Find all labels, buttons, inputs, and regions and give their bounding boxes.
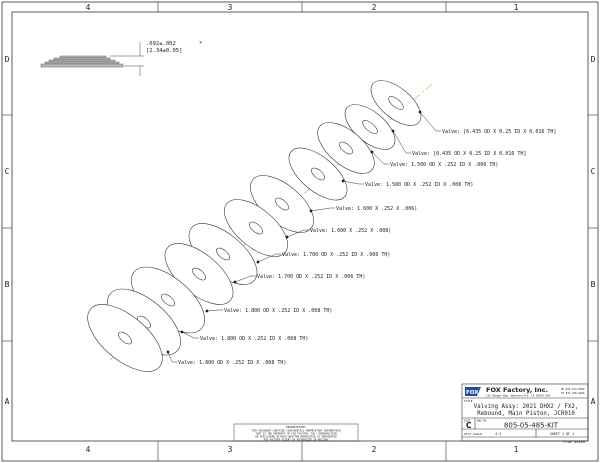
- leader-lines: [166, 110, 441, 363]
- valve-disc-9-bore: [161, 293, 175, 307]
- fox-logo: FOX: [465, 387, 481, 396]
- valve-disc-6-bore: [249, 221, 263, 235]
- drawing-title-line-1: Valving Assy: 2021 DHX2 / FX2,: [474, 404, 579, 410]
- valve-label-6: Valve: 1.600 X .252 X .008): [310, 228, 391, 234]
- valve-label-3: Valve: 1.500 OD X .252 ID X .006 TH): [390, 162, 498, 168]
- company-address: 130 Hangar Way, Watsonville, CA 95076 US…: [486, 394, 550, 398]
- zone-col-bottom-3: 3: [228, 445, 233, 454]
- dimension-value: .092±.002: [146, 41, 176, 47]
- zone-col-top-4: 4: [86, 3, 91, 12]
- zone-col-bottom-1: 1: [514, 445, 519, 454]
- valve-disc-8-bore: [192, 267, 206, 281]
- valve-disc-4-bore: [311, 167, 325, 181]
- proprietary-line-1: THIS DOCUMENT CONTAINS CONFIDENTIAL PROP…: [252, 429, 341, 433]
- size-caption: SIZE: [464, 419, 471, 423]
- sheet-count: SHEET 1 OF 1: [550, 432, 575, 436]
- drawing-title-line-2: Rebound, Main Piston, JCR010: [477, 411, 575, 417]
- zone-col-top-3: 3: [228, 3, 233, 12]
- valve-disc-2-bore: [362, 120, 378, 134]
- dwg-no-caption: DWG NO.: [477, 419, 488, 423]
- proprietary-line-2: THAT IS THE PROPERTY OF FOX FACTORY, INC…: [255, 432, 337, 436]
- valve-label-8: Valve: 1.700 OD X .252 ID X .006 TH): [257, 274, 365, 280]
- zone-row-left-C: C: [5, 167, 10, 176]
- proprietary-line-4: FOX FACTORY EXCEPT AS AUTHORIZED IN WRIT…: [264, 438, 329, 442]
- proprietary-title: PROPRIETARY: [286, 425, 306, 429]
- company-phone: PH 831-274-6500: [561, 387, 585, 391]
- valve-disc-1-bore: [388, 96, 404, 110]
- company-name: FOX Factory, Inc.: [486, 386, 548, 394]
- valve-disc-11-bore: [118, 331, 132, 345]
- dimension-lines: [110, 42, 144, 76]
- valve-label-5: Valve: 1.600 X .252 X .006): [336, 206, 417, 212]
- plot-scale-caption: PLOT SCALE: [464, 432, 482, 436]
- proprietary-line-3: OR DISCLOSURE WITHOUT WRITTEN PERMISSION…: [255, 435, 337, 439]
- valve-discs: [87, 80, 422, 372]
- zone-row-left-D: D: [5, 55, 10, 64]
- zone-col-bottom-4: 4: [86, 445, 91, 454]
- valve-disc-3-bore: [339, 141, 353, 155]
- proprietary-notice: PROPRIETARY THIS DOCUMENT CONTAINS CONFI…: [233, 423, 359, 442]
- zone-col-top-2: 2: [372, 3, 377, 12]
- title-caption: TITLE: [464, 399, 473, 403]
- zone-row-right-A: A: [591, 397, 596, 406]
- zone-col-top-1: 1: [514, 3, 519, 12]
- valve-disc-7-bore: [216, 247, 230, 261]
- fox-logo-text: FOX: [466, 390, 479, 396]
- valve-label-10: Valve: 1.800 OD X .252 ID X .008 TH): [200, 336, 308, 342]
- dimension-marker: *: [199, 41, 202, 47]
- company-fax: FX 831-768-0100: [561, 391, 585, 395]
- zone-row-right-B: B: [591, 280, 596, 289]
- zone-row-left-B: B: [5, 280, 10, 289]
- drawing-number: 805-05-485-KIT: [504, 422, 559, 430]
- valve-stack-profile: [40, 55, 124, 68]
- valve-callouts: Valve: [6.435 OD X 0.25 ID X 0.016 TH] V…: [178, 129, 556, 366]
- valve-label-1: Valve: [6.435 OD X 0.25 ID X 0.016 TH]: [442, 129, 556, 135]
- valve-label-7: Valve: 1.700 OD X .252 ID X .006 TH): [282, 252, 390, 258]
- zone-row-right-C: C: [591, 167, 596, 176]
- title-block: [461, 383, 589, 442]
- valve-disc-5-bore: [275, 197, 289, 211]
- valve-label-9: Valve: 1.800 OD X .252 ID X .008 TH): [224, 308, 332, 314]
- valve-label-2: Valve: [0.435 OD X 0.25 ID X 0.016 TH]: [412, 151, 526, 157]
- valve-label-11: Valve: 1.800 OD X .252 ID X .008 TH): [178, 360, 286, 366]
- zone-col-bottom-2: 2: [372, 445, 377, 454]
- drawing-status: ProE ASSEM: [563, 440, 585, 444]
- zone-row-left-A: A: [5, 397, 10, 406]
- sheet-size: C: [466, 421, 472, 430]
- valve-label-4: Valve: 1.500 OD X .252 ID X .006 TH): [365, 182, 473, 188]
- zone-row-right-D: D: [591, 55, 596, 64]
- plot-scale-value: 4:1: [495, 432, 502, 436]
- dimension-metric: [2.34±0.05]: [146, 48, 182, 54]
